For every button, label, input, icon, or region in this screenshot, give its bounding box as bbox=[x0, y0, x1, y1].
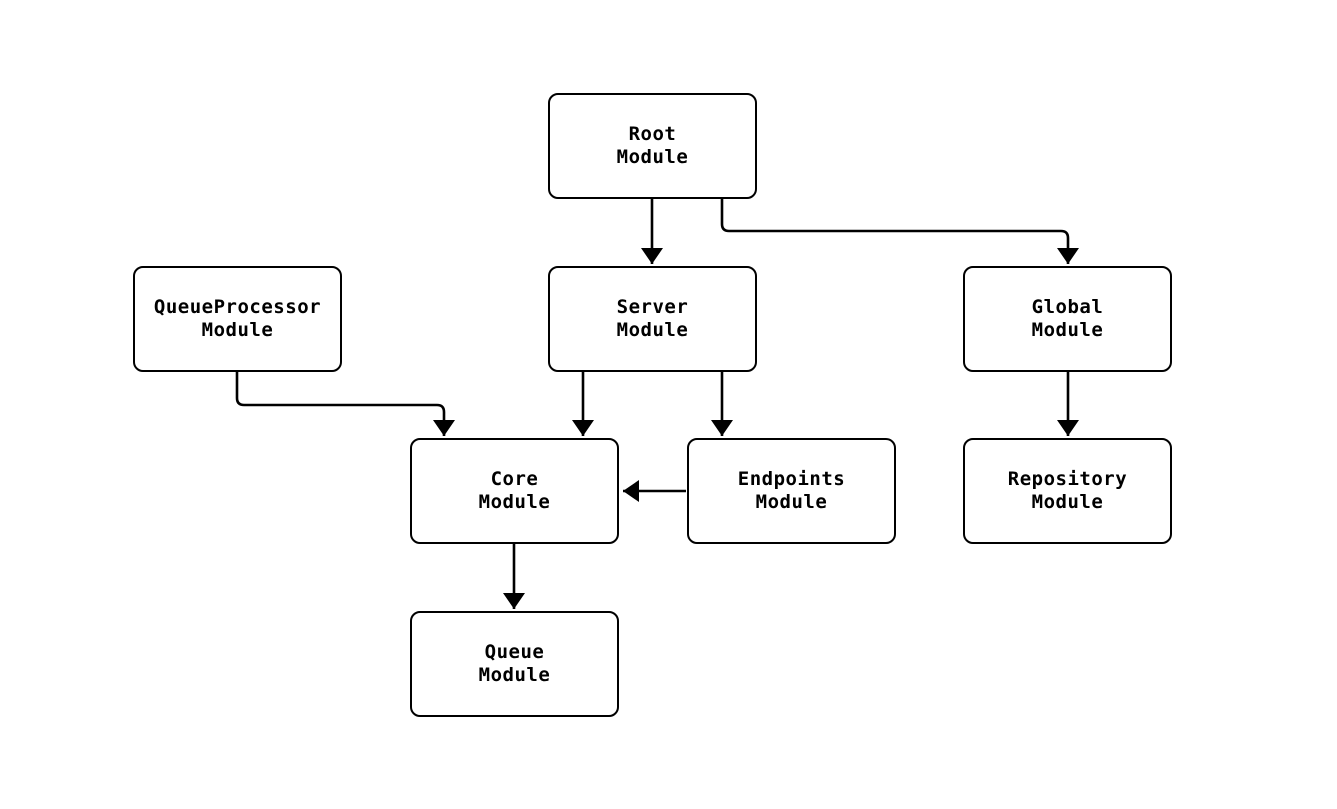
node-title-line1: Root bbox=[628, 123, 677, 145]
node-title-line1: Global bbox=[1031, 296, 1104, 318]
node-queueprocessor-module: QueueProcessor Module bbox=[133, 266, 342, 372]
node-server-module: Server Module bbox=[548, 266, 757, 372]
node-title-line1: Queue bbox=[484, 641, 545, 663]
edge-root-global bbox=[720, 199, 1079, 264]
node-title-line2: Module bbox=[1031, 319, 1104, 341]
node-title-line2: Module bbox=[755, 491, 828, 513]
node-title-line1: Server bbox=[616, 296, 689, 318]
node-title-line1: Core bbox=[490, 468, 539, 490]
node-queue-module: Queue Module bbox=[410, 611, 619, 717]
node-title-line1: QueueProcessor bbox=[153, 296, 322, 318]
node-title-line2: Module bbox=[616, 319, 689, 341]
node-title-line1: Endpoints bbox=[737, 468, 846, 490]
node-title-line2: Module bbox=[478, 491, 551, 513]
node-core-module: Core Module bbox=[410, 438, 619, 544]
node-title-line1: Repository bbox=[1007, 468, 1128, 490]
edge-queueprocessor-core bbox=[235, 372, 455, 436]
node-title-line2: Module bbox=[1031, 491, 1104, 513]
node-endpoints-module: Endpoints Module bbox=[687, 438, 896, 544]
node-global-module: Global Module bbox=[963, 266, 1172, 372]
node-title-line2: Module bbox=[478, 664, 551, 686]
node-title-line2: Module bbox=[201, 319, 274, 341]
node-repository-module: Repository Module bbox=[963, 438, 1172, 544]
node-title-line2: Module bbox=[616, 146, 689, 168]
node-root-module: Root Module bbox=[548, 93, 757, 199]
